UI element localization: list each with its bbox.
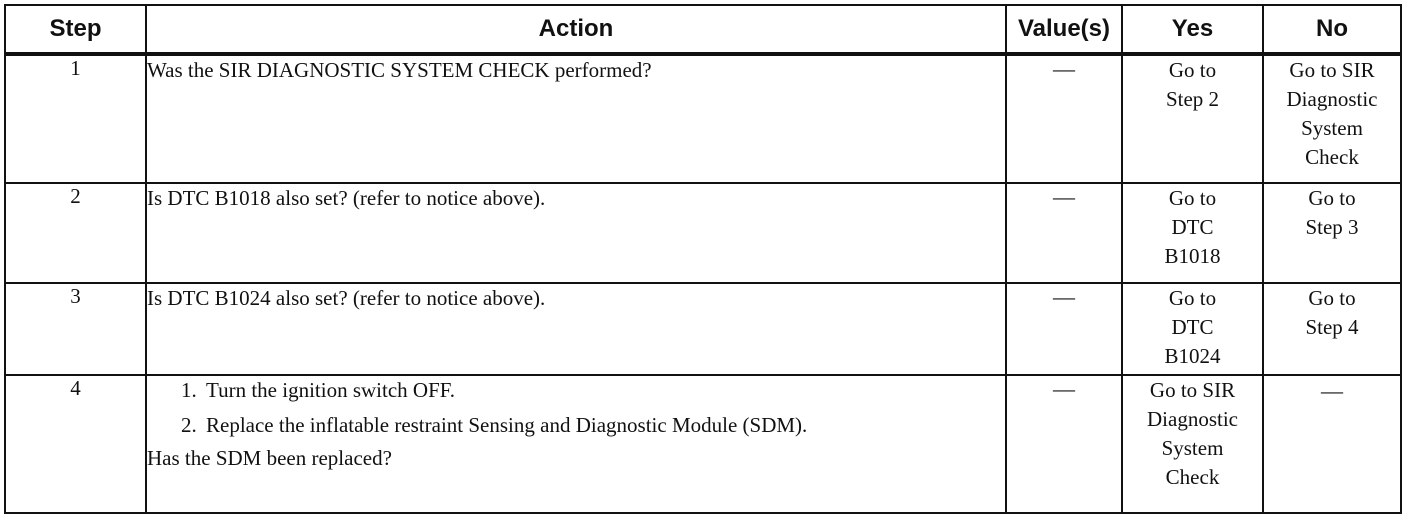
table-row: 4 Turn the ignition switch OFF. Replace …: [4, 374, 1402, 514]
table-header-row: Step Action Value(s) Yes No: [4, 4, 1402, 56]
no-cell: —: [1262, 374, 1402, 514]
no-line: System: [1301, 116, 1363, 140]
value-cell: —: [1005, 282, 1123, 376]
action-text: Is DTC B1024 also set? (refer to notice …: [145, 282, 1007, 376]
no-line: Go to: [1308, 286, 1356, 310]
no-line: Go to SIR: [1289, 58, 1375, 82]
header-yes: Yes: [1121, 4, 1264, 56]
yes-line: Diagnostic: [1147, 407, 1238, 431]
no-line: Step 3: [1305, 215, 1359, 239]
header-step: Step: [4, 4, 147, 56]
table-row: 1 Was the SIR DIAGNOSTIC SYSTEM CHECK pe…: [4, 53, 1402, 184]
yes-line: B1018: [1164, 244, 1221, 268]
yes-line: B1024: [1164, 344, 1221, 368]
yes-cell: Go to SIR Diagnostic System Check: [1121, 374, 1264, 514]
value-dash: —: [1321, 378, 1343, 403]
yes-cell: Go to DTC B1024: [1121, 282, 1264, 376]
yes-cell: Go to DTC B1018: [1121, 182, 1264, 284]
no-cell: Go to Step 4: [1262, 282, 1402, 376]
value-cell: —: [1005, 374, 1123, 514]
yes-line: Go to: [1168, 286, 1217, 310]
value-dash: —: [1053, 184, 1075, 209]
yes-line: Check: [1165, 465, 1220, 489]
yes-line: System: [1161, 436, 1224, 460]
action-text: Was the SIR DIAGNOSTIC SYSTEM CHECK perf…: [145, 53, 1007, 184]
value-cell: —: [1005, 182, 1123, 284]
value-cell: —: [1005, 53, 1123, 184]
step-number: 2: [4, 182, 147, 284]
no-line: Check: [1305, 145, 1359, 169]
header-no: No: [1262, 4, 1402, 56]
action-step-item: Replace the inflatable restraint Sensing…: [202, 411, 1005, 440]
no-line: Go to: [1308, 186, 1356, 210]
step-number: 3: [4, 282, 147, 376]
action-text: Is DTC B1018 also set? (refer to notice …: [145, 182, 1007, 284]
action-step-item: Turn the ignition switch OFF.: [202, 376, 1005, 405]
action-text: Turn the ignition switch OFF. Replace th…: [145, 374, 1007, 514]
header-action: Action: [145, 4, 1007, 56]
yes-line: Go to: [1168, 58, 1217, 82]
no-line: Diagnostic: [1286, 87, 1378, 111]
no-line: Step 4: [1305, 315, 1359, 339]
value-dash: —: [1053, 56, 1075, 81]
no-cell: Go to SIR Diagnostic System Check: [1262, 53, 1402, 184]
action-question: Has the SDM been replaced?: [147, 446, 392, 470]
no-cell: Go to Step 3: [1262, 182, 1402, 284]
step-number: 1: [4, 53, 147, 184]
value-dash: —: [1053, 284, 1075, 309]
header-values: Value(s): [1005, 4, 1123, 56]
value-dash: —: [1053, 376, 1075, 401]
table-row: 2 Is DTC B1018 also set? (refer to notic…: [4, 182, 1402, 284]
yes-line: DTC: [1171, 215, 1214, 239]
diagnostic-table: Step Action Value(s) Yes No 1 Was the SI…: [4, 4, 1402, 514]
yes-line: Go to: [1168, 186, 1217, 210]
yes-line: Step 2: [1165, 87, 1220, 111]
action-steps-list: Turn the ignition switch OFF. Replace th…: [147, 376, 1005, 440]
yes-line: DTC: [1171, 315, 1214, 339]
yes-line: Go to SIR: [1149, 378, 1236, 402]
table-row: 3 Is DTC B1024 also set? (refer to notic…: [4, 282, 1402, 376]
yes-cell: Go to Step 2: [1121, 53, 1264, 184]
step-number: 4: [4, 374, 147, 514]
